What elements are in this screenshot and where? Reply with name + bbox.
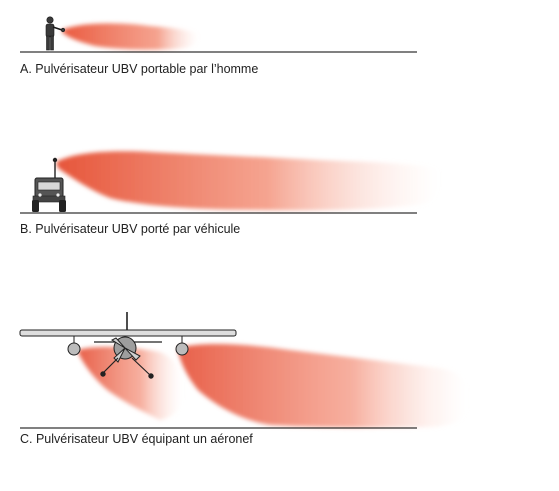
aircraft-icon — [19, 312, 237, 379]
panel-c-illustration — [19, 312, 469, 429]
person-icon — [45, 16, 66, 51]
panel-b-caption: B. Pulvérisateur UBV porté par véhicule — [20, 222, 240, 236]
panel-c-spray-cloud-right — [178, 344, 469, 428]
panel-c-caption: C. Pulvérisateur UBV équipant un aéronef — [20, 432, 253, 446]
panel-c-spray-cloud-left — [78, 346, 183, 420]
panel-a-caption: A. Pulvérisateur UBV portable par l’homm… — [20, 62, 258, 76]
panel-a-spray-cloud — [62, 23, 199, 50]
vehicle-icon — [32, 157, 66, 212]
panel-b-illustration — [20, 151, 442, 214]
panel-b-spray-cloud — [56, 151, 442, 211]
panel-a-illustration — [20, 16, 417, 53]
